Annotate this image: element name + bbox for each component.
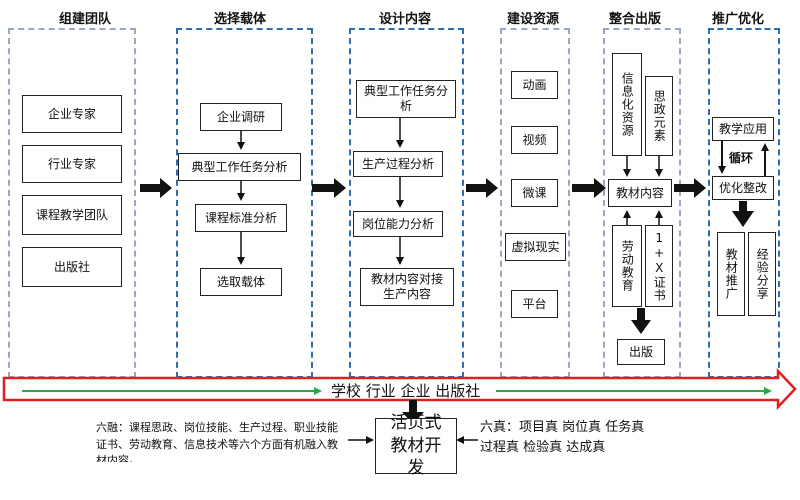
design-item-content-matching: 教材内容对接生产内容	[360, 268, 454, 306]
resource-item-video: 视频	[511, 126, 558, 154]
team-item-enterprise-expert: 企业专家	[22, 95, 122, 133]
team-column-title: 组建团队	[58, 12, 111, 27]
stakeholder-banner-label: 学校 行业 企业 出版社	[331, 382, 481, 400]
design-item-production-analysis: 生产过程分析	[353, 151, 443, 177]
resource-item-virtual-reality: 虚拟现实	[505, 233, 566, 261]
team-item-teaching-team: 课程教学团队	[22, 195, 122, 235]
flow-arrow-4	[572, 178, 606, 198]
resource-item-platform: 平台	[511, 290, 558, 318]
carrier-item-enterprise-research: 企业调研	[200, 103, 282, 131]
optimize-item-optimize-fix: 优化整改	[712, 176, 774, 200]
publish-item-textbook-content: 教材内容	[608, 179, 672, 207]
resources-column-title: 建设资源	[506, 12, 559, 27]
publish-item-it-resources: 信息化资源	[612, 53, 642, 156]
loose-leaf-textbook-box: 活页式教材开发	[375, 413, 457, 478]
design-column-title: 设计内容	[378, 12, 431, 27]
six-integration-note: 六融：课程思政、岗位技能、生产过程、职业技能证书、劳动教育、信息技术等六个方面有…	[96, 421, 338, 462]
publish-item-output: 出版	[617, 339, 665, 365]
optimize-column-title: 推广优化	[711, 12, 764, 27]
flow-arrow-5	[674, 178, 706, 198]
publish-item-labor-education: 劳动教育	[612, 225, 642, 307]
publish-output-arrow	[631, 308, 651, 334]
carrier-column-title: 选择载体	[213, 12, 266, 27]
team-item-publisher: 出版社	[22, 247, 122, 287]
stakeholder-banner-arrow	[2, 367, 797, 411]
publish-item-ideology-elements: 思政元素	[645, 76, 673, 156]
resource-item-microcourse: 微课	[511, 179, 558, 207]
carrier-item-task-analysis: 典型工作任务分析	[178, 153, 301, 181]
optimize-loop-arrows	[718, 141, 769, 176]
carrier-item-standard-analysis: 课程标准分析	[195, 204, 287, 232]
flow-arrow-3	[466, 178, 498, 198]
optimize-item-teaching-application: 教学应用	[712, 117, 774, 141]
optimize-loop-label: 循环	[729, 151, 754, 165]
six-authenticity-note: 六真：项目真 岗位真 任务真 过程真 检验真 达成真	[480, 420, 645, 455]
flow-arrow-1	[140, 178, 172, 198]
publish-arrows	[623, 156, 663, 225]
publish-column-title: 整合出版	[608, 12, 661, 27]
resource-item-animation: 动画	[511, 71, 558, 99]
carrier-item-select-carrier: 选取载体	[200, 268, 282, 296]
optimize-down-arrow	[732, 201, 754, 227]
team-item-industry-expert: 行业专家	[22, 145, 122, 183]
flow-arrow-2	[312, 178, 346, 198]
publish-item-1x-certificate: 1+X证书	[645, 225, 673, 307]
optimize-item-experience-sharing: 经验分享	[748, 232, 776, 316]
design-item-task-analysis: 典型工作任务分析	[356, 80, 456, 118]
design-item-capability-analysis: 岗位能力分析	[353, 211, 443, 237]
optimize-item-textbook-promotion: 教材推广	[717, 232, 745, 316]
